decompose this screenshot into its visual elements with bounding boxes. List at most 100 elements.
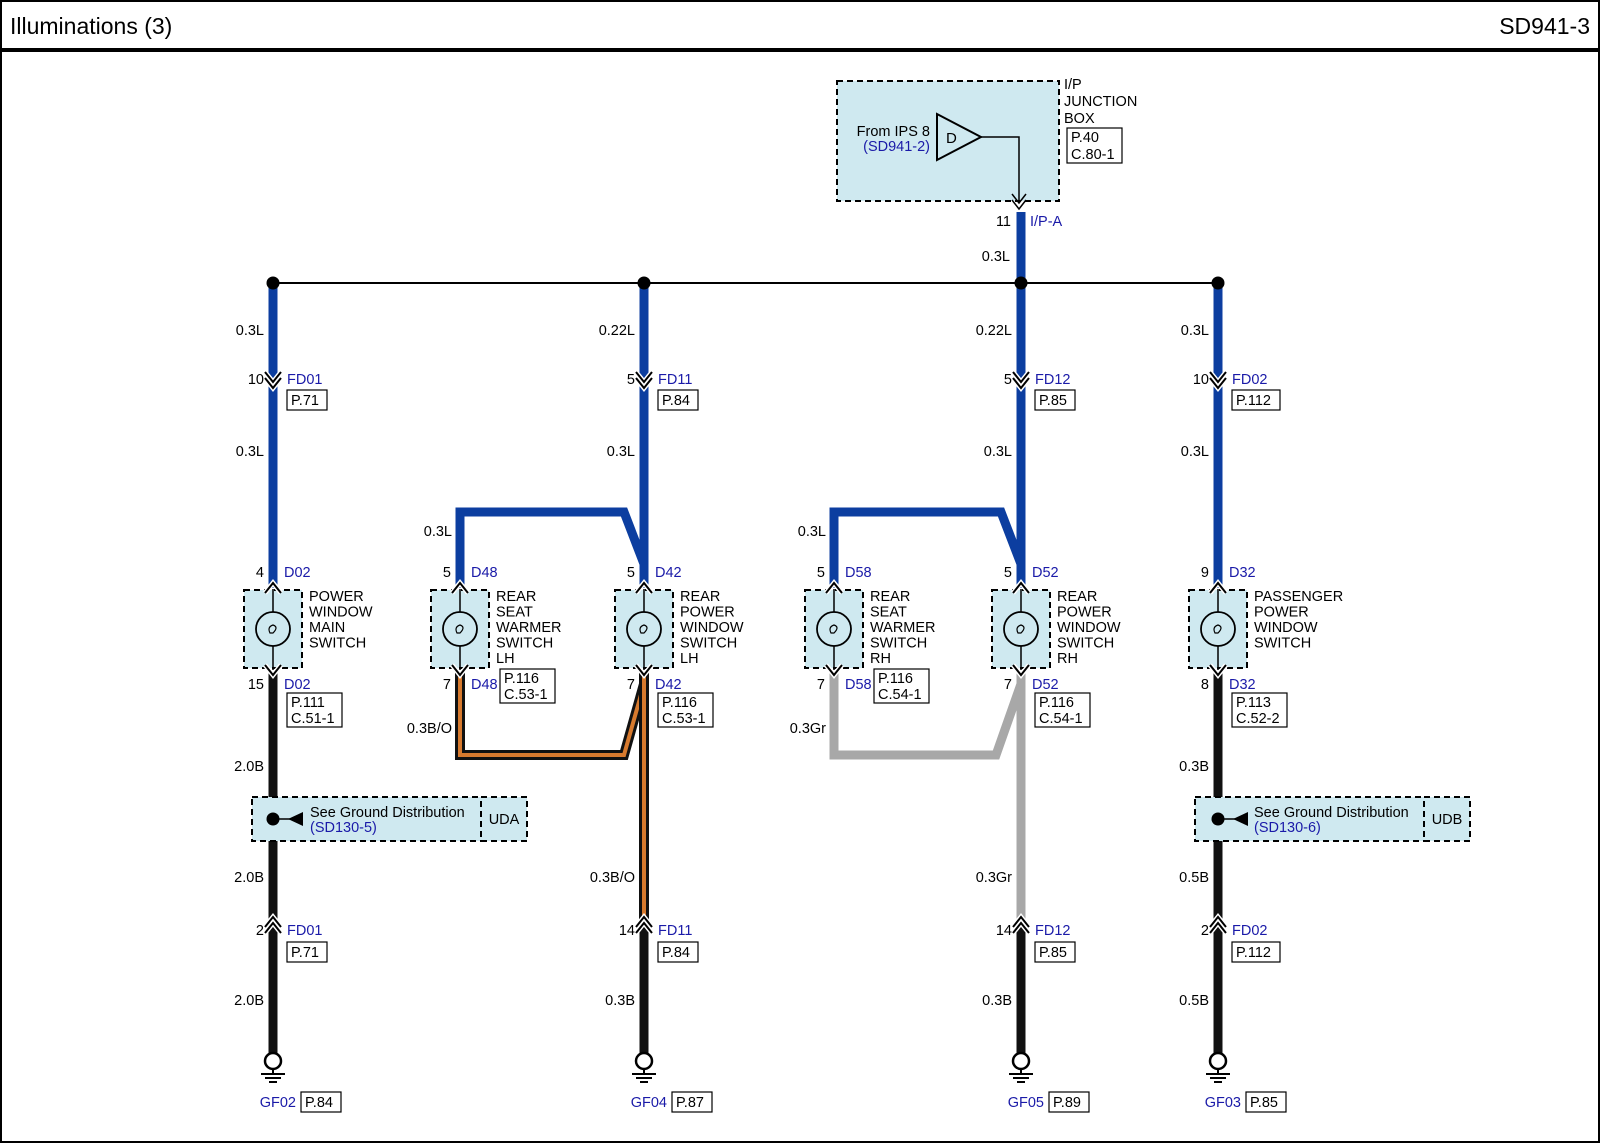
splice-points: [266, 276, 1225, 290]
jb-ref-box: [1066, 127, 1123, 164]
wire-seat-warmer-rh-gray: [829, 672, 1026, 760]
connector-arrow-icon: [264, 664, 282, 677]
ground-distribution-udb: See Ground Distribution (SD130-6) UDB: [1194, 796, 1471, 842]
component-label-line: RH: [870, 651, 891, 667]
ground-ref: P.89: [1053, 1095, 1081, 1111]
connector-id: D32: [1229, 677, 1256, 693]
component-ref-connector: C.52-2: [1236, 711, 1280, 727]
connector-ref-box: [286, 389, 328, 411]
pin-number: 14: [996, 923, 1012, 939]
connector-id: D02: [284, 565, 311, 581]
pin-number: 5: [817, 565, 825, 581]
component-label-line: SWITCH: [1254, 636, 1311, 652]
connector-ref: P.71: [291, 945, 319, 961]
connector-arrow-icon: [1012, 377, 1030, 390]
component-ref-page: P.111: [291, 695, 325, 711]
connector-id: D58: [845, 565, 872, 581]
pin-number: 2: [1201, 923, 1209, 939]
splice-dot: [1211, 276, 1225, 290]
component-label-line: REAR: [496, 589, 536, 605]
component-label-line: POWER: [680, 605, 735, 621]
pin-number: 7: [627, 677, 635, 693]
connector-ref: P.85: [1039, 393, 1067, 409]
connector-ref-box: [286, 941, 328, 963]
illumination-lamp-icon: [626, 611, 662, 647]
pin-number: 15: [248, 677, 264, 693]
ground-terminal-icon: [1208, 1051, 1228, 1071]
lamp-filament-icon: [268, 624, 277, 634]
connector-arrow-icon: [1209, 581, 1227, 594]
connector-id: FD02: [1232, 372, 1267, 388]
connector-arrow-icon: [825, 664, 843, 677]
component-ref-box: [873, 668, 930, 704]
component-label-line: WARMER: [496, 620, 562, 636]
wire-spec-label: 0.3Gr: [790, 721, 826, 737]
component-ref-box: [286, 692, 343, 728]
connector-arrow-icon: [1209, 664, 1227, 677]
component-label-line: SWITCH: [680, 636, 737, 652]
ground-distribution-ref-link[interactable]: (SD130-5): [310, 820, 377, 836]
connector-ref: P.112: [1236, 393, 1271, 409]
illumination-lamp-icon: [1200, 611, 1236, 647]
connector-arrow-icon: [825, 581, 843, 594]
component-ref-connector: C.53-1: [504, 687, 548, 703]
connector-arrow-icon: [635, 664, 653, 677]
connector-arrow-icon: [1209, 371, 1227, 384]
connector-arrow-icon: [1011, 193, 1027, 205]
connector-ref-box: [657, 389, 699, 411]
ground-code-box: [1423, 796, 1471, 842]
pin-number: 7: [1004, 677, 1012, 693]
component-ref-box: [657, 692, 714, 728]
connector-arrow-icon: [264, 581, 282, 594]
connector-ref: P.84: [662, 945, 690, 961]
connector-ref-box: [1034, 389, 1076, 411]
connector-arrow-icon: [635, 371, 653, 384]
ground-terminal-icon: [1011, 1051, 1031, 1071]
ground-point-id: GF05: [1008, 1095, 1044, 1111]
ground-arrow-icon: [1233, 812, 1248, 826]
wire-spec-label: 2.0B: [234, 759, 264, 775]
jb-ref-connector: C.80-1: [1071, 147, 1115, 163]
splice-dot: [1014, 276, 1028, 290]
pin-number: 8: [1201, 677, 1209, 693]
pin-number: 5: [627, 372, 635, 388]
illumination-lamp-icon: [816, 611, 852, 647]
component-ref-page: P.116: [878, 671, 913, 687]
lamp-filament-icon: [455, 624, 464, 634]
connector-id: D52: [1032, 677, 1059, 693]
ground-distribution-ref-link[interactable]: (SD130-6): [1254, 820, 1321, 836]
component-label-line: LH: [496, 651, 515, 667]
connector-id: D02: [284, 677, 311, 693]
component-ref-page: P.116: [504, 671, 539, 687]
component-ref-box: [499, 668, 556, 704]
pin-number: 4: [256, 565, 264, 581]
jb-source-ref-link[interactable]: (SD941-2): [863, 139, 930, 155]
jb-output-pin: 11: [996, 214, 1011, 230]
illumination-lamp-icon: [442, 611, 478, 647]
wire-spec-label: 0.3L: [1181, 323, 1209, 339]
pin-number: 10: [248, 372, 264, 388]
ground-code: UDB: [1432, 812, 1463, 828]
wire-spec-label: 0.5B: [1179, 993, 1209, 1009]
pin-number: 5: [627, 565, 635, 581]
component-label-line: WARMER: [870, 620, 936, 636]
connector-arrow-icon: [264, 371, 282, 384]
connector-arrow-icon: [1209, 377, 1227, 390]
connector-id: FD02: [1232, 923, 1267, 939]
driver-triangle-icon: [936, 112, 984, 162]
connector-ref-box: [1034, 941, 1076, 963]
jb-source-label: From IPS 8: [857, 124, 930, 140]
page-title: Illuminations (3): [10, 13, 172, 39]
ground-ref-box: [1048, 1091, 1090, 1113]
component-label-line: PASSENGER: [1254, 589, 1343, 605]
wire-spec-label: 0.3L: [984, 444, 1012, 460]
component-ref-page: P.116: [1039, 695, 1074, 711]
component-label-line: SWITCH: [496, 636, 553, 652]
connector-arrow-icon: [1209, 915, 1227, 928]
pin-number: 14: [619, 923, 635, 939]
connector-id: FD01: [287, 923, 322, 939]
